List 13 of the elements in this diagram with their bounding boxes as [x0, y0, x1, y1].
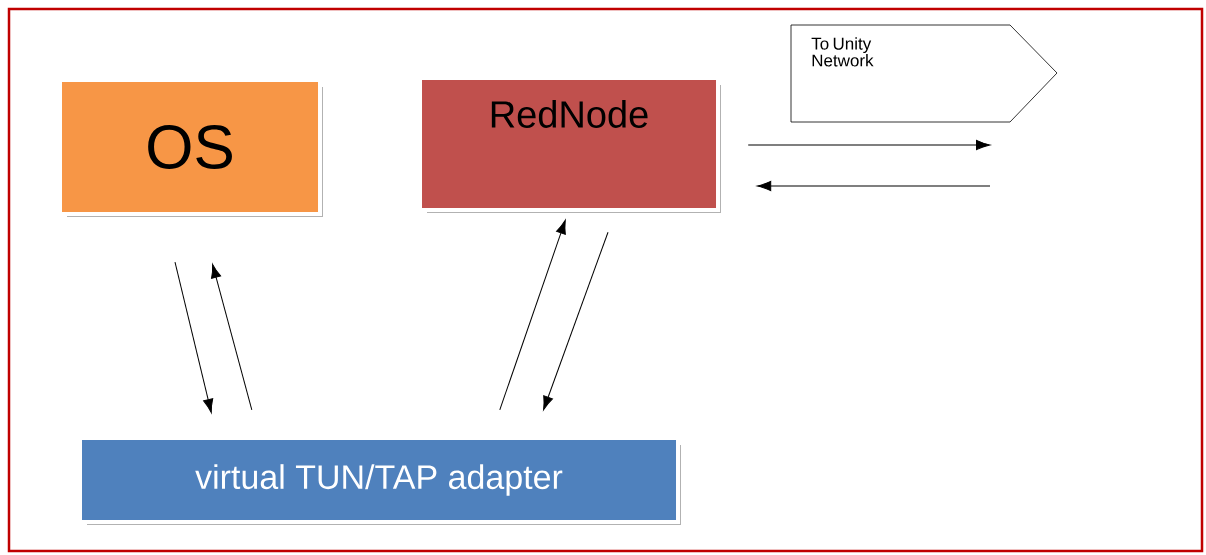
node-label: virtual TUN/TAP adapter	[195, 464, 563, 496]
arrow	[174, 261, 214, 414]
arrow	[543, 231, 609, 411]
arrow	[747, 139, 991, 151]
pentagon-arrow-box: To Unity Network	[790, 24, 1058, 123]
process-box: OS	[57, 77, 323, 217]
node-label: OS	[148, 125, 232, 169]
node-label: RedNode	[491, 100, 648, 128]
arrow	[756, 180, 991, 192]
arrow	[211, 263, 253, 411]
process-box: RedNode	[417, 75, 721, 213]
process-box: virtual TUN/TAP adapter	[77, 435, 681, 525]
arrow	[499, 219, 566, 411]
